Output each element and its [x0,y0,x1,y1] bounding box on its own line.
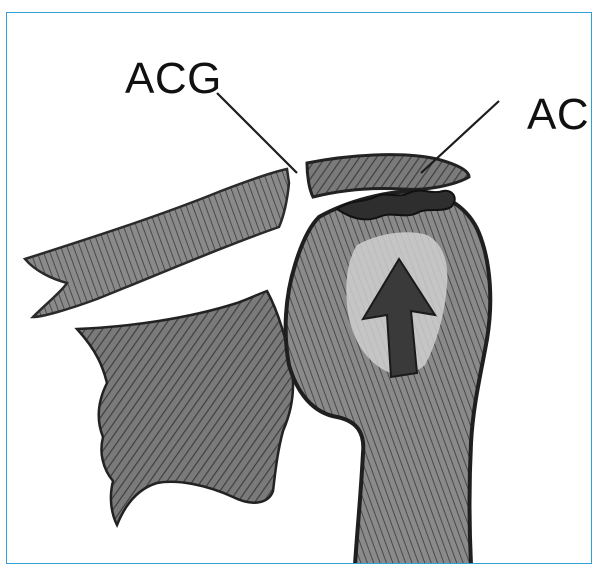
figure-frame: ACG AC [6,12,592,564]
shoulder-illustration [7,13,592,564]
scapula [77,291,293,525]
ac-leader-line [421,101,499,173]
label-acg: ACG [125,57,222,101]
acg-leader-line [217,93,297,173]
label-ac: AC [527,93,589,137]
clavicle [25,169,289,317]
